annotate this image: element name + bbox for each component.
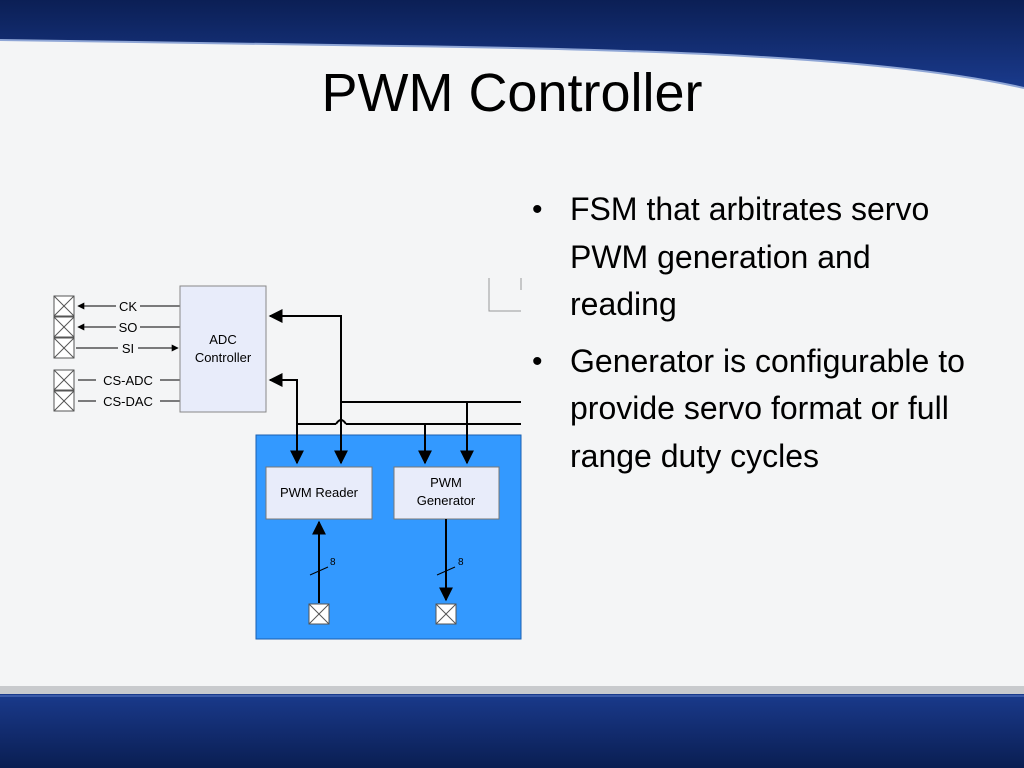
pin-box-cs-dac xyxy=(53,390,75,412)
pwm-generator-block xyxy=(393,466,500,520)
pin-box-si xyxy=(53,337,75,359)
adc-controller-label-line2: Controller xyxy=(195,350,252,365)
pin-box-reader-input xyxy=(308,603,330,625)
header-band-highlight xyxy=(0,39,1024,89)
pwm-reader-block xyxy=(265,466,373,520)
pin-label-so: SO xyxy=(119,320,138,335)
footer-band xyxy=(0,694,1024,768)
pin-label-ck: CK xyxy=(119,299,137,314)
pin-label-cs-dac: CS-DAC xyxy=(103,394,153,409)
bullet-item: Generator is configurable to provide ser… xyxy=(532,338,972,481)
bus-adc-lower xyxy=(268,373,298,426)
diagram-fragment xyxy=(488,278,521,312)
reader-bus-width: 8 xyxy=(330,557,336,568)
bullet-item: FSM that arbitrates servo PWM generation… xyxy=(532,186,972,329)
generator-bus-width: 8 xyxy=(458,557,464,568)
pin-box-so xyxy=(53,316,75,338)
slide-title: PWM Controller xyxy=(321,63,703,123)
adc-controller-block xyxy=(179,285,267,413)
pwm-generator-label-line1: PWM xyxy=(430,475,462,490)
pin-box-generator-output xyxy=(435,603,457,625)
pwm-reader-label: PWM Reader xyxy=(280,485,359,500)
footer-shadow xyxy=(0,686,1024,696)
pwm-generator-label-line2: Generator xyxy=(417,493,476,508)
bullet-list: FSM that arbitrates servo PWM generation… xyxy=(532,186,972,489)
adc-controller-label-line1: ADC xyxy=(209,332,236,347)
bus-adc-upper xyxy=(268,309,342,428)
pin-label-cs-adc: CS-ADC xyxy=(103,373,153,388)
pwm-controller-block xyxy=(255,434,522,640)
pin-box-cs-adc xyxy=(53,369,75,391)
pin-label-si: SI xyxy=(122,341,134,356)
header-band xyxy=(0,0,1024,88)
pin-box-ck xyxy=(53,295,75,317)
